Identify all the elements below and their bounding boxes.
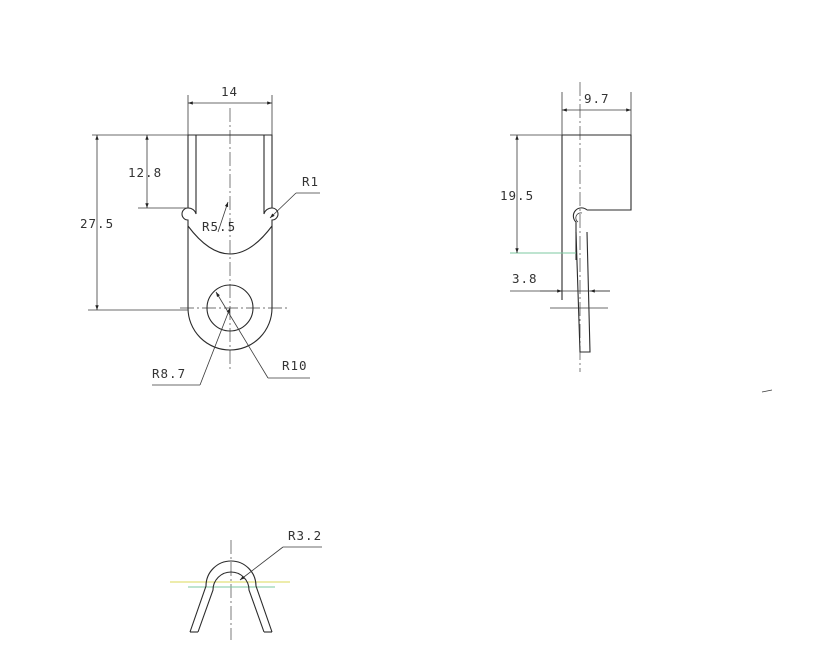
right-notch [263,207,273,215]
side-bend-inner [575,212,583,223]
dim-side-height-label: 19.5 [500,188,534,203]
leader-r1 [269,192,297,219]
dim-side-width-label: 9.7 [584,91,610,106]
side-upper-plate [562,134,632,211]
notch-radius-label: R1 [302,174,319,189]
front-view: 14 12.8 27.5 R1 R5.5 R8.7 R10 [80,84,320,386]
dim-slot-depth-label: 12.8 [128,165,162,180]
outer-radius-label: R10 [282,358,308,373]
arc-radius-label: R5.5 [202,219,236,234]
center-hole [206,284,254,332]
side-view: 9.7 19.5 3.8 [500,82,632,372]
hole-radius-label: R8.7 [152,366,186,381]
leader-r8-7 [199,307,231,386]
dim-width-label: 14 [221,84,238,99]
leader-r3-2 [239,546,284,581]
bend-radius-label: R3.2 [288,528,322,543]
side-tail [575,231,591,353]
leader-r5-5 [217,201,229,233]
leader-r10 [215,291,269,379]
stray-mark [761,389,773,393]
dim-overall-height-label: 27.5 [80,216,114,231]
bottom-u-inner [197,571,265,633]
bottom-view: R3.2 [170,528,322,640]
bottom-u-outer [189,560,273,633]
left-notch [187,207,197,215]
arc-r5-5 [187,225,273,255]
side-bend [572,207,588,260]
front-body-outline [181,134,279,351]
dim-offset-label: 3.8 [512,271,538,286]
